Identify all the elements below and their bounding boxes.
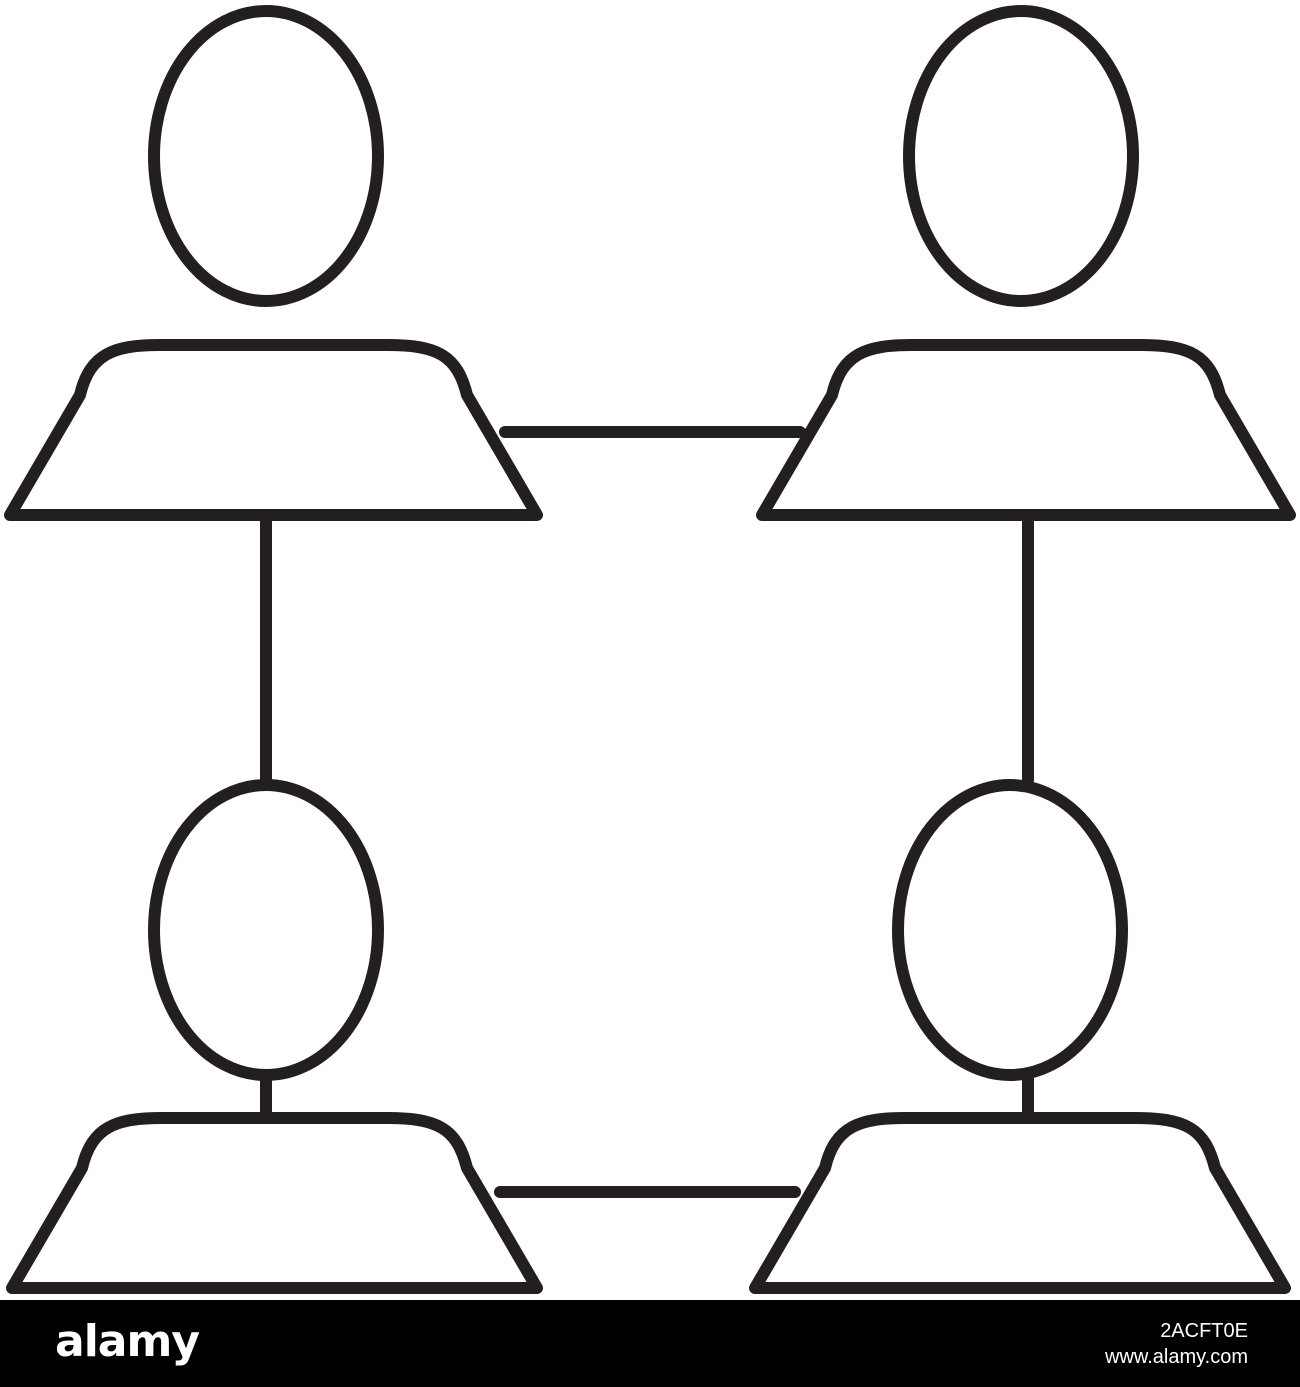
person-top-left bbox=[4, 5, 543, 521]
person-bottom-left-head bbox=[148, 779, 384, 1081]
person-top-right-torso bbox=[756, 339, 1296, 521]
person-bottom-left-torso bbox=[6, 1112, 543, 1294]
person-top-right-head bbox=[903, 5, 1139, 307]
image-id: 2ACFT0E bbox=[1160, 1320, 1248, 1342]
alamy-logo: alamy bbox=[55, 1316, 200, 1367]
watermark-info: 2ACFT0E www.alamy.com bbox=[1105, 1318, 1248, 1370]
person-bottom-right-torso bbox=[749, 1112, 1291, 1294]
person-bottom-right-head bbox=[892, 779, 1128, 1081]
diagram-canvas bbox=[4, 5, 1296, 1294]
people-network-icon bbox=[4, 5, 1296, 1294]
person-bottom-left bbox=[6, 779, 543, 1294]
person-top-left-head bbox=[148, 5, 384, 307]
site-url: www.alamy.com bbox=[1105, 1346, 1248, 1368]
person-top-right bbox=[756, 5, 1296, 521]
watermark-bar: alamy 2ACFT0E www.alamy.com bbox=[0, 1300, 1300, 1387]
person-bottom-right bbox=[749, 779, 1291, 1294]
person-top-left-torso bbox=[4, 339, 543, 521]
